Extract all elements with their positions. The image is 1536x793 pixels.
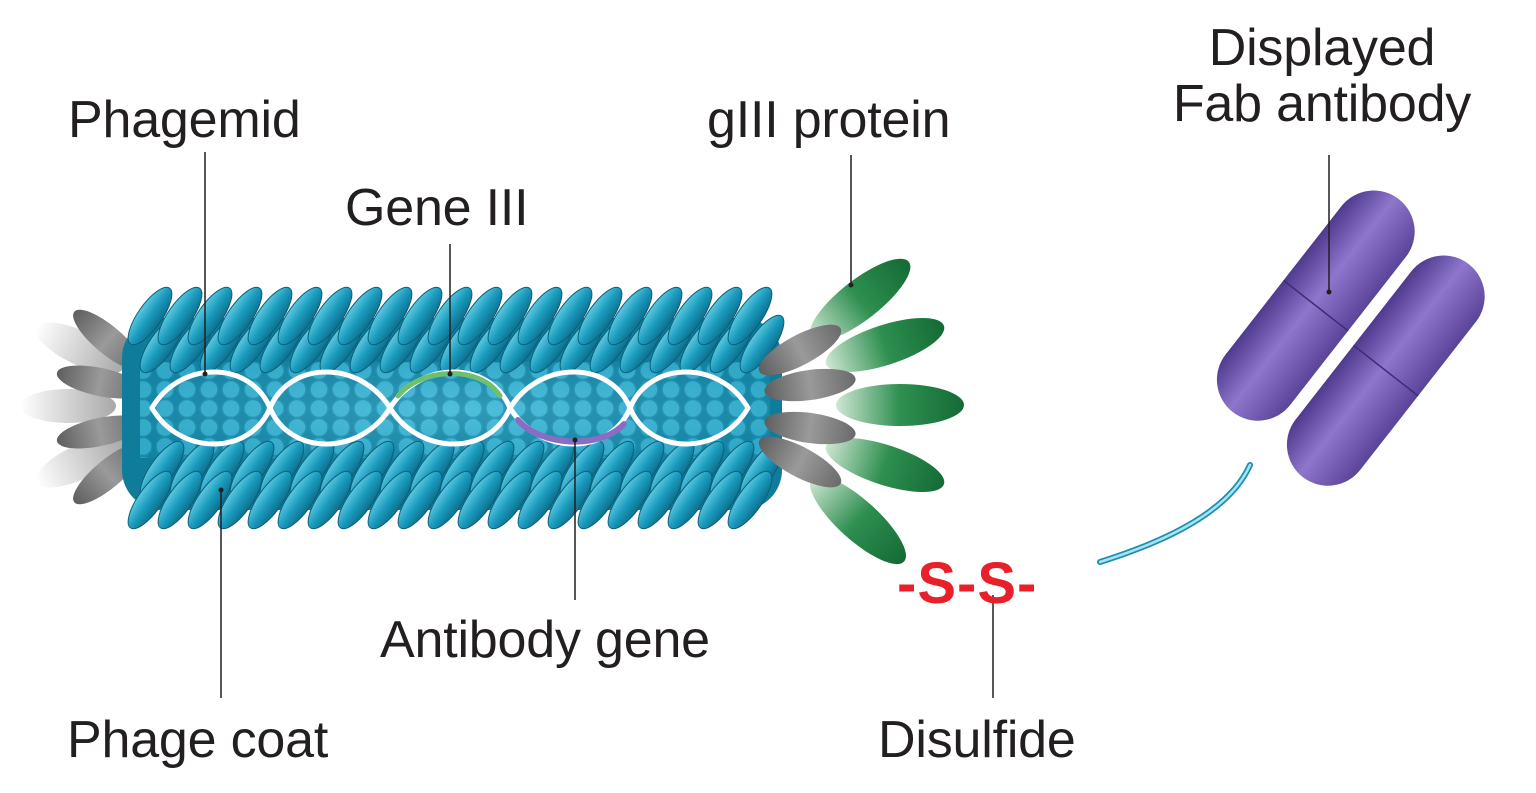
coat-protein (577, 470, 623, 530)
coat-protein (607, 286, 653, 346)
coat-protein (487, 470, 533, 530)
phage-coat-top-row (127, 286, 785, 374)
coat-protein (247, 286, 293, 346)
coat-protein (217, 286, 263, 346)
coat-protein (667, 286, 713, 346)
coat-protein (277, 470, 323, 530)
coat-protein (307, 286, 353, 346)
coat-protein (247, 470, 293, 530)
coat-protein (637, 470, 683, 530)
coat-protein (157, 286, 203, 346)
fab-linker (1097, 462, 1253, 565)
label-displayed-fab-line1: Displayed (1208, 19, 1436, 77)
coat-protein (457, 470, 503, 530)
coat-protein (457, 286, 503, 346)
coat-protein (697, 286, 743, 346)
label-antibody-gene: Antibody gene (380, 611, 710, 669)
leader-lines (202, 152, 1332, 698)
coat-protein (187, 286, 233, 346)
coat-protein (367, 286, 413, 346)
coat-protein (157, 470, 203, 530)
label-giii-protein: gIII protein (707, 91, 951, 149)
coat-protein (397, 470, 443, 530)
fab-antibody (1216, 190, 1485, 486)
label-gene-iii: Gene III (345, 179, 529, 237)
coat-protein (517, 286, 563, 346)
coat-protein (397, 286, 443, 346)
label-displayed-fab: Displayed Fab antibody (1142, 20, 1502, 132)
coat-protein (427, 470, 473, 530)
phagemid-dna (149, 369, 751, 447)
coat-protein (187, 470, 233, 530)
coat-protein (607, 470, 653, 530)
label-displayed-fab-line2: Fab antibody (1172, 75, 1472, 133)
coat-protein (667, 470, 713, 530)
coat-protein (127, 286, 173, 346)
coat-protein (367, 470, 413, 530)
label-phage-coat: Phage coat (67, 711, 329, 769)
coat-protein (127, 470, 173, 530)
coat-protein (547, 470, 593, 530)
coat-protein (307, 470, 353, 530)
coat-protein (547, 286, 593, 346)
coat-protein (337, 286, 383, 346)
coat-protein (727, 470, 773, 530)
label-disulfide: Disulfide (878, 711, 1076, 769)
coat-protein (487, 286, 533, 346)
coat-protein (277, 286, 323, 346)
coat-protein (727, 286, 773, 346)
antibody-gene-segment (515, 417, 627, 445)
coat-protein (337, 470, 383, 530)
giii-proteins (758, 258, 964, 565)
coat-protein (517, 470, 563, 530)
disulfide-bond: -S-S- (897, 551, 1038, 616)
phage-coat-bottom-row (127, 440, 785, 530)
coat-protein (577, 286, 623, 346)
coat-protein (697, 470, 743, 530)
label-phagemid: Phagemid (68, 91, 301, 149)
coat-protein (637, 286, 683, 346)
